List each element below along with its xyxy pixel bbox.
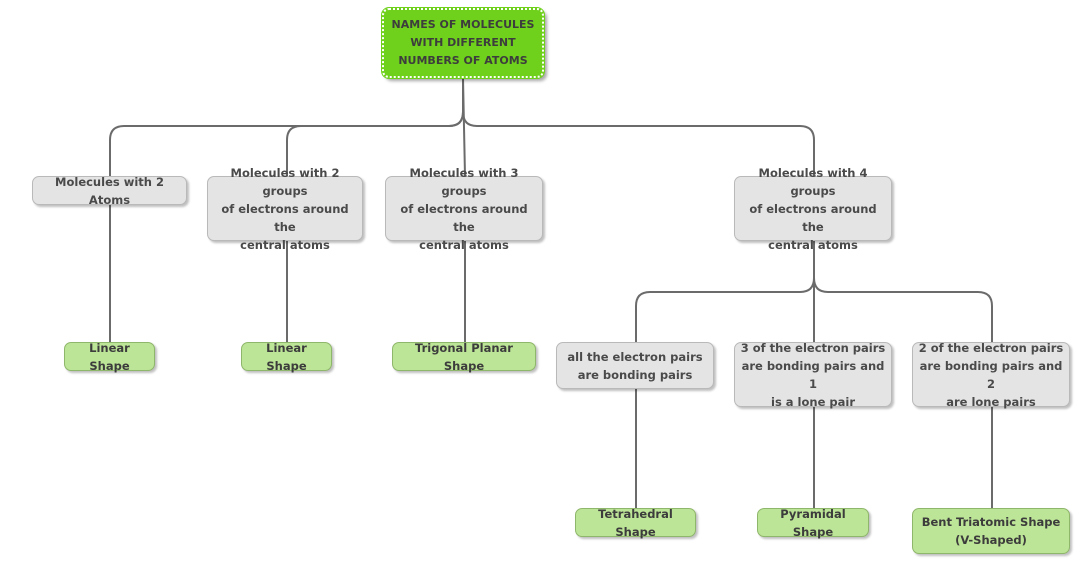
shape-node-bent-triatomic[interactable]: Bent Triatomic Shape (V-Shaped) — [912, 508, 1070, 554]
category-node-4-groups[interactable]: Molecules with 4 groups of electrons aro… — [734, 166, 892, 252]
shape-node-trigonal-planar[interactable]: Trigonal Planar Shape — [392, 341, 536, 373]
connector-root-cat4 — [462, 111, 815, 176]
category-node-2-groups[interactable]: Molecules with 2 groups of electrons aro… — [207, 166, 363, 252]
category-node-2-atoms[interactable]: Molecules with 2 Atoms — [32, 175, 187, 207]
shape-node-tetrahedral[interactable]: Tetrahedral Shape — [575, 507, 696, 539]
connector-cat4-sub1 — [635, 241, 815, 342]
shape-node-linear-1[interactable]: Linear Shape — [64, 341, 155, 373]
subcategory-node-two-lone-pairs[interactable]: 2 of the electron pairs are bonding pair… — [912, 341, 1070, 409]
connector-cat4-sub3 — [813, 277, 993, 342]
subcategory-node-one-lone-pair[interactable]: 3 of the electron pairs are bonding pair… — [734, 341, 892, 409]
shape-node-pyramidal[interactable]: Pyramidal Shape — [757, 507, 869, 539]
category-node-3-groups[interactable]: Molecules with 3 groups of electrons aro… — [385, 166, 543, 252]
connector-root-cat2 — [286, 111, 464, 176]
subcategory-node-all-bonding[interactable]: all the electron pairs are bonding pairs — [556, 342, 714, 389]
root-node[interactable]: NAMES OF MOLECULES WITH DIFFERENT NUMBER… — [381, 7, 545, 79]
shape-node-linear-2[interactable]: Linear Shape — [241, 341, 332, 373]
connector-root-cat3 — [462, 77, 466, 177]
